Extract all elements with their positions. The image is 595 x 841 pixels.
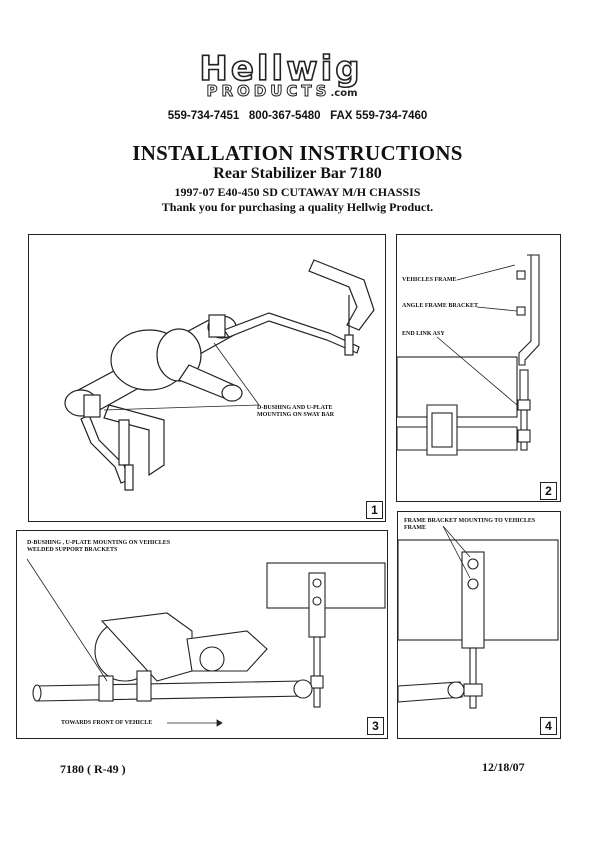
figure-1-panel: D-BUSHING AND U-PLATE MOUNTING ON SWAY B…: [28, 234, 386, 522]
logo-products-text: PRODUCTS: [206, 82, 331, 100]
figure-3-panel: D-BUSHING , U-PLATE MOUNTING ON VEHICLES…: [16, 530, 388, 739]
logo-com-text: .com: [330, 88, 358, 99]
figure-4-label-mounting: FRAME BRACKET MOUNTING TO VEHICLES: [404, 518, 536, 524]
figure-2-number: 2: [540, 482, 557, 500]
figure-1-number: 1: [366, 501, 383, 519]
figure-4-number: 4: [540, 717, 557, 735]
logo-wordmark: Hellwig: [199, 49, 363, 89]
figure-3-label-dbushing: D-BUSHING , U-PLATE MOUNTING ON VEHICLES: [27, 540, 171, 546]
figure-2-label-endlink: END LINK ASY: [402, 331, 445, 337]
hellwig-logo: Hellwig PRODUCTS.com: [170, 49, 392, 101]
part-number: 7180 ( R-49 ): [60, 762, 126, 776]
chassis-line: 1997-07 E40-450 SD CUTAWAY M/H CHASSIS: [174, 185, 421, 199]
logo-products: PRODUCTS.com: [172, 82, 392, 101]
figure-2-label-bracket: ANGLE FRAME BRACKET: [402, 303, 479, 309]
figure-2-label-frame: VEHICLES FRAME: [402, 277, 457, 283]
figure-3-drawing: [26, 558, 386, 727]
figure-3-label-front: TOWARDS FRONT OF VEHICLE: [61, 720, 153, 726]
figure-4-drawing: [398, 525, 559, 709]
product-subtitle: Rear Stabilizer Bar 7180: [213, 165, 382, 182]
figure-3-number: 3: [367, 717, 384, 735]
thank-you-line: Thank you for purchasing a quality Hellw…: [161, 200, 434, 214]
page-title: INSTALLATION INSTRUCTIONS: [132, 141, 463, 165]
figure-3-label-welded: WELDED SUPPORT BRACKETS: [27, 547, 118, 553]
figure-2-panel: VEHICLES FRAME ANGLE FRAME BRACKET END L…: [396, 234, 561, 502]
figure-4-label-frame: FRAME: [404, 525, 426, 531]
figure-1-drawing: [64, 259, 375, 491]
contact-numbers: 559-734-7451 800-367-5480 FAX 559-734-74…: [167, 110, 428, 122]
revision-date: 12/18/07: [482, 760, 525, 774]
figure-1-label: D-BUSHING AND U-PLATE MOUNTING ON SWAY B…: [257, 405, 335, 418]
figure-4-panel: FRAME BRACKET MOUNTING TO VEHICLES FRAME…: [397, 511, 561, 739]
figure-2-drawing: [397, 254, 540, 456]
